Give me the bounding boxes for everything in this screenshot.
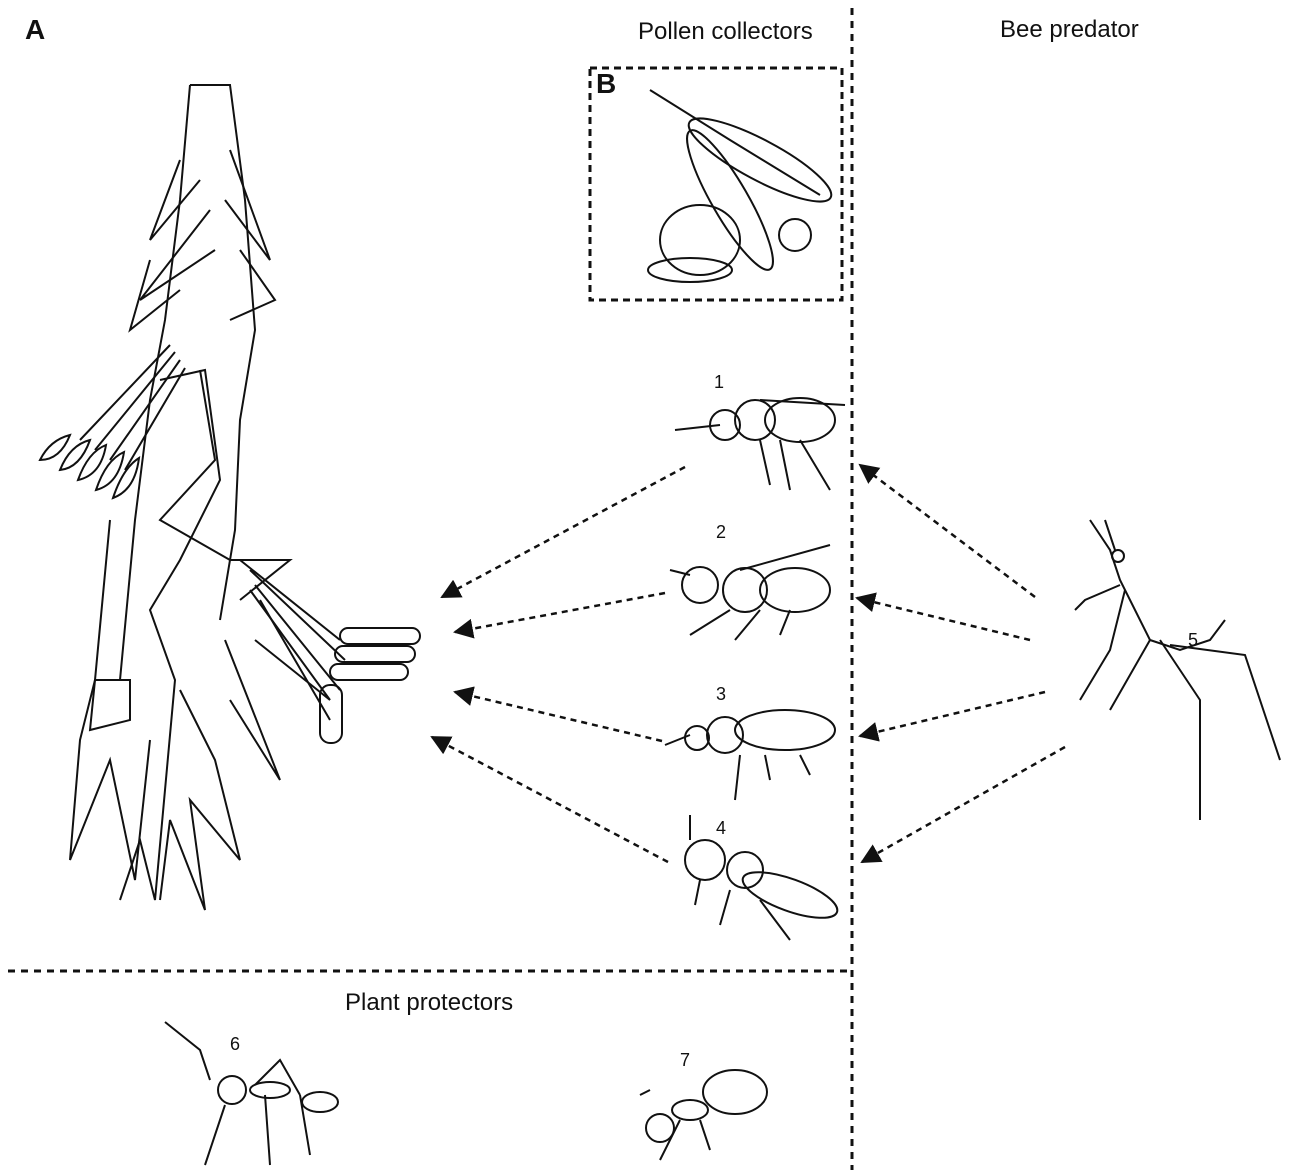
plant-spike-illustration bbox=[40, 85, 420, 910]
ant-7-illustration bbox=[640, 1070, 767, 1160]
mantis-illustration bbox=[1075, 520, 1280, 820]
plant-protectors-title: Plant protectors bbox=[345, 989, 513, 1017]
arrow-predator-to-bee-3 bbox=[860, 692, 1045, 736]
panel-b-label: B bbox=[596, 68, 616, 100]
insect-number-6: 6 bbox=[230, 1034, 240, 1055]
arrow-predator-to-bee-1 bbox=[860, 465, 1035, 597]
insect-number-5: 5 bbox=[1188, 630, 1198, 651]
arrow-bee-4-to-plant bbox=[432, 737, 668, 862]
arrow-bee-2-to-plant bbox=[455, 593, 665, 632]
inset-b-box bbox=[590, 68, 842, 300]
pollen-collectors-title: Pollen collectors bbox=[638, 18, 813, 46]
ant-6-illustration bbox=[165, 1022, 338, 1165]
arrow-bee-3-to-plant bbox=[455, 692, 662, 741]
insect-number-7: 7 bbox=[680, 1050, 690, 1071]
bee-predator-title: Bee predator bbox=[1000, 16, 1139, 44]
insect-number-4: 4 bbox=[716, 818, 726, 839]
bee-4-illustration bbox=[685, 815, 842, 940]
bee-on-anthers-illustration bbox=[648, 90, 840, 282]
arrow-bee-1-to-plant bbox=[442, 467, 685, 597]
bee-1-illustration bbox=[675, 398, 845, 490]
arrow-predator-to-bee-4 bbox=[862, 747, 1065, 862]
insect-number-2: 2 bbox=[716, 522, 726, 543]
bee-2-illustration bbox=[670, 545, 830, 640]
panel-a-label: A bbox=[25, 14, 45, 46]
insect-number-3: 3 bbox=[716, 684, 726, 705]
insect-number-1: 1 bbox=[714, 372, 724, 393]
arrow-predator-to-bee-2 bbox=[857, 598, 1030, 640]
bee-3-illustration bbox=[665, 710, 835, 800]
